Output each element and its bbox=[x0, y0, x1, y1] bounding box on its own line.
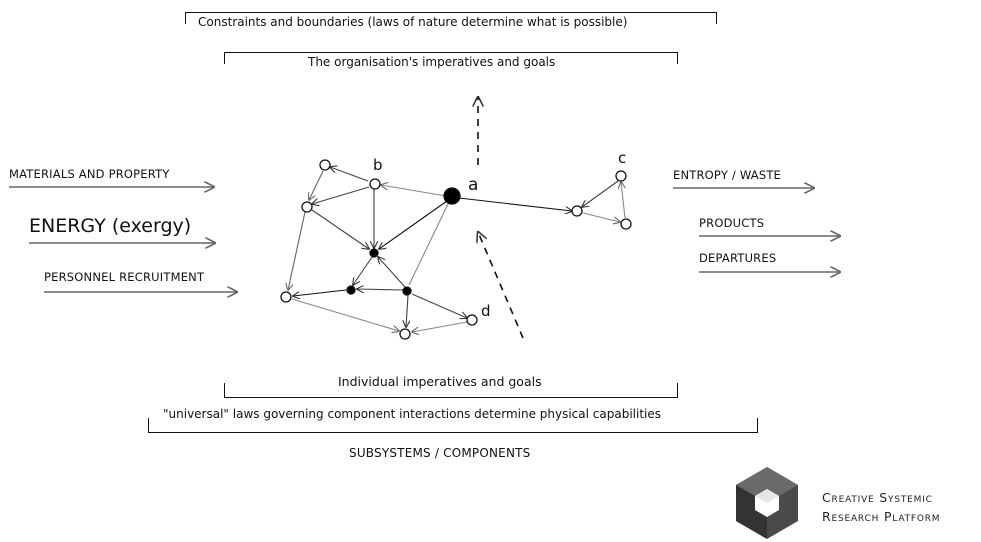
universal-bracket bbox=[148, 418, 758, 433]
individual-bracket bbox=[224, 383, 678, 398]
node-n1 bbox=[319, 159, 331, 171]
node-c bbox=[615, 170, 627, 182]
edge-a-c1 bbox=[458, 197, 572, 211]
edge-c2-c bbox=[621, 182, 625, 219]
edge-b-n2 bbox=[312, 186, 370, 204]
edge-m3-m1 bbox=[378, 257, 406, 288]
edge-a-m3 bbox=[408, 201, 450, 286]
constraints-label: Constraints and boundaries (laws of natu… bbox=[198, 15, 628, 29]
energy-label: ENERGY (exergy) bbox=[29, 215, 192, 237]
edge-m3-d bbox=[411, 293, 467, 318]
node-label-d: d bbox=[481, 302, 491, 320]
node-m3 bbox=[402, 286, 412, 296]
edge-n3-n4 bbox=[291, 298, 399, 331]
dashed-diag-arrow bbox=[478, 232, 524, 339]
personnel-label: PERSONNEL RECRUITMENT bbox=[44, 270, 205, 284]
logo-line-1: Creative Systemic bbox=[822, 490, 933, 505]
entropy-label: ENTROPY / WASTE bbox=[673, 168, 782, 182]
edge-d-n4 bbox=[412, 321, 468, 332]
node-n3 bbox=[280, 291, 292, 303]
products-label: PRODUCTS bbox=[699, 216, 765, 230]
edge-m1-m2 bbox=[353, 256, 373, 285]
node-a bbox=[443, 187, 461, 205]
constraints-bracket bbox=[185, 12, 717, 24]
organisation-label: The organisation's imperatives and goals bbox=[308, 55, 556, 69]
logo-text: Creative Systemic Research Platform bbox=[822, 488, 940, 526]
node-n4 bbox=[399, 328, 411, 340]
node-m1 bbox=[369, 248, 379, 258]
organisation-bracket bbox=[224, 52, 678, 64]
edge-n2-m1 bbox=[311, 209, 369, 249]
edge-a-m1 bbox=[379, 200, 448, 249]
node-n2 bbox=[301, 201, 313, 213]
edge-c1-c2 bbox=[582, 212, 620, 222]
edge-a-b bbox=[381, 185, 447, 197]
node-label-c: c bbox=[618, 149, 626, 167]
subsystems-label: SUBSYSTEMS / COMPONENTS bbox=[349, 446, 531, 460]
edge-b-n1 bbox=[330, 167, 369, 182]
edge-m2-n3 bbox=[293, 289, 347, 296]
edge-m3-n4 bbox=[406, 294, 408, 327]
universal-label: "universal" laws governing component int… bbox=[163, 407, 661, 421]
node-d bbox=[466, 314, 478, 326]
node-label-a: a bbox=[468, 175, 478, 195]
node-b bbox=[369, 178, 381, 190]
materials-label: MATERIALS AND PROPERTY bbox=[9, 167, 170, 181]
node-m2 bbox=[346, 285, 356, 295]
node-c1 bbox=[571, 205, 583, 217]
node-label-b: b bbox=[373, 156, 383, 174]
edge-m3-m2 bbox=[357, 289, 404, 290]
edge-n2-n3 bbox=[288, 211, 306, 290]
departures-label: DEPARTURES bbox=[699, 251, 777, 265]
node-c2 bbox=[620, 218, 632, 230]
logo-line-2: Research Platform bbox=[822, 509, 941, 524]
individual-label: Individual imperatives and goals bbox=[338, 374, 542, 389]
edge-c-c1 bbox=[582, 180, 619, 207]
logo-icon bbox=[736, 467, 798, 539]
edge-n1-n2 bbox=[309, 170, 324, 200]
